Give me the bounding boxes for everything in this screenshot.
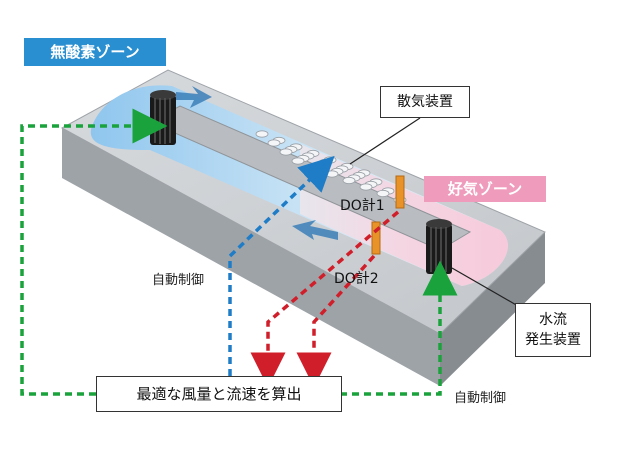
diffuser-disc bbox=[267, 139, 281, 147]
flow-generator-label: 水流 発生装置 bbox=[515, 303, 591, 357]
aerobic-zone-label: 好気ゾーン bbox=[424, 176, 546, 202]
calculation-box: 最適な風量と流速を算出 bbox=[96, 376, 342, 412]
do-meter-1-label: DO計1 bbox=[340, 198, 385, 214]
auto-control-label-left: 自動制御 bbox=[152, 273, 205, 288]
generator-callout-line bbox=[451, 267, 519, 307]
return-flow-arrow bbox=[292, 220, 338, 240]
diffuser-label: 散気装置 bbox=[380, 86, 470, 118]
blue-control-line bbox=[228, 155, 335, 376]
red-signal-line-do1 bbox=[250, 210, 400, 388]
diffuser-disc bbox=[359, 183, 373, 191]
anoxic-zone-label: 無酸素ゾーン bbox=[24, 38, 166, 66]
diffuser-disc bbox=[342, 176, 356, 185]
flow-generator-label-line1: 水流 bbox=[539, 312, 567, 328]
tank-side-face bbox=[440, 232, 545, 386]
do-meter-2-label: DO計2 bbox=[334, 271, 379, 287]
do-sensor-icon bbox=[371, 175, 405, 255]
red-signal-line-do2 bbox=[296, 254, 376, 388]
green-control-line-left bbox=[20, 108, 168, 396]
flow-generator-label-line2: 発生装置 bbox=[525, 332, 581, 348]
diffuser-disc bbox=[291, 157, 305, 165]
green-control-line-right bbox=[340, 260, 458, 396]
diffuser-disc bbox=[376, 189, 390, 198]
tank-front-face bbox=[62, 128, 440, 386]
flow-generator-icon bbox=[150, 90, 176, 145]
diffuser-disc bbox=[279, 148, 293, 156]
diffuser-disc bbox=[325, 170, 339, 178]
flow-arrow-icon bbox=[176, 86, 338, 240]
auto-control-label-right: 自動制御 bbox=[454, 391, 507, 406]
diffuser-callout-line bbox=[349, 117, 421, 165]
diffuser-disc bbox=[255, 130, 269, 138]
flow-generator-icon bbox=[426, 219, 452, 274]
